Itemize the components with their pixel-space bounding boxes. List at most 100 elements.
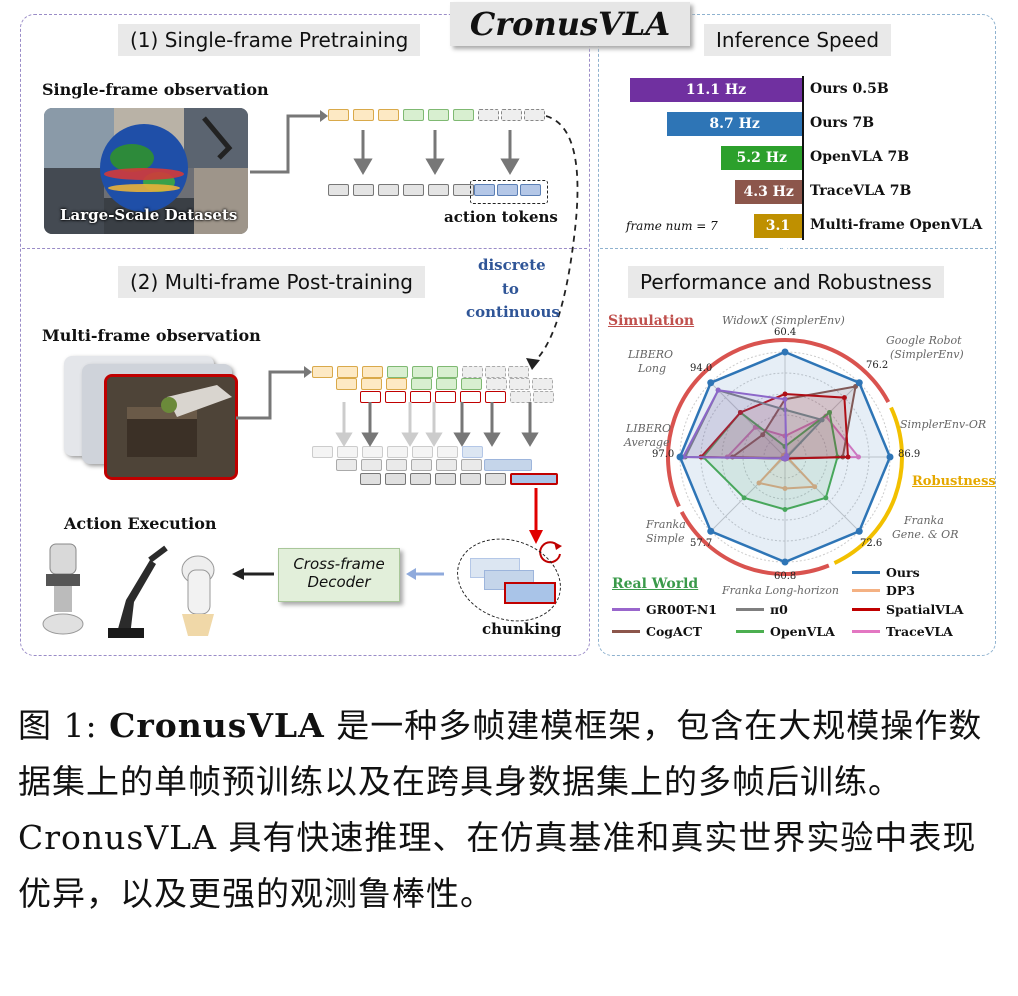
axis-max-libero-avg: 97.0 — [652, 449, 674, 460]
output-token-3 — [460, 473, 481, 485]
inference-bar: 4.3 Hz — [735, 180, 802, 204]
posttraining-title: (2) Multi-frame Post-training — [118, 266, 425, 298]
inference-bar-label: OpenVLA 7B — [810, 149, 909, 165]
feature-token-current — [510, 473, 558, 485]
dataset-label: Large-Scale Datasets — [60, 206, 237, 224]
output-token-3 — [360, 473, 381, 485]
inference-title: Inference Speed — [704, 24, 891, 56]
inference-bar-label: Ours 0.5B — [810, 81, 889, 97]
group-robustness: Robustness — [912, 474, 996, 489]
output-token-2 — [361, 459, 382, 471]
decoder-input-arrow — [406, 566, 446, 582]
legend-ours: Ours — [852, 565, 920, 580]
axis-label-simplerenv-or: SimplerEnv-OR — [900, 418, 986, 432]
frame-token-1 — [437, 366, 458, 378]
axis-label-franka-long: Franka Long-horizon — [722, 584, 839, 598]
output-token-2 — [336, 459, 357, 471]
placeholder-token — [532, 378, 553, 390]
legend-tracevla: TraceVLA — [852, 624, 953, 639]
input-token — [328, 109, 349, 121]
decoder-label-1: Cross-frame — [279, 555, 399, 573]
axis-label-widowx: WidowX (SimplerEnv) — [722, 314, 845, 328]
robot-arms-graphic — [38, 540, 238, 638]
frame-token-2 — [361, 378, 382, 390]
dataset-collage: Large-Scale Datasets — [44, 108, 248, 234]
frame-num-note: frame num = 7 — [626, 219, 718, 233]
legend-gr00t: GR00T-N1 — [612, 602, 717, 617]
legend-spatialvla-swatch — [852, 608, 880, 611]
frame-token-1 — [412, 366, 433, 378]
input-token — [378, 109, 399, 121]
axis-max-widowx: 60.4 — [774, 327, 796, 338]
frame-token-2 — [411, 378, 432, 390]
multi-frame-obs-label: Multi-frame observation — [42, 326, 261, 345]
legend-openvla-swatch — [736, 630, 764, 633]
frame-token-2 — [386, 378, 407, 390]
output-token-3 — [410, 473, 431, 485]
frame-token-1 — [337, 366, 358, 378]
legend-gr00t-swatch — [612, 608, 640, 611]
caption-name: CronusVLA — [109, 706, 325, 745]
output-token — [378, 184, 399, 196]
legend-tracevla-swatch — [852, 630, 880, 633]
axis-label-libero-long-1: LIBERO — [628, 348, 673, 362]
pretrain-flow-arrow — [248, 108, 328, 178]
placeholder-token — [462, 366, 483, 378]
cross-frame-decoder: Cross-frame Decoder — [278, 548, 400, 602]
legend-cogact-swatch — [612, 630, 640, 633]
transition-curve-arrow — [470, 108, 590, 378]
legend-dp3-label: DP3 — [886, 583, 915, 598]
axis-label-franka-gene-2: Gene. & OR — [892, 528, 958, 542]
frame-token-2 — [336, 378, 357, 390]
output-token-2 — [436, 459, 457, 471]
input-token — [403, 109, 424, 121]
feature-token — [484, 459, 532, 471]
group-realworld: Real World — [612, 576, 698, 592]
output-token-3 — [385, 473, 406, 485]
legend-pi0-swatch — [736, 608, 764, 611]
legend-ours-swatch — [852, 571, 880, 574]
chunking-label: chunking — [482, 620, 561, 638]
inference-bar: 5.2 Hz — [721, 146, 802, 170]
output-token — [403, 184, 424, 196]
posttrain-flow-arrow — [234, 364, 314, 424]
frame-token-2 — [461, 378, 482, 390]
radar-point — [782, 349, 789, 356]
inference-axis-line — [802, 76, 804, 240]
output-token-2 — [411, 459, 432, 471]
output-token — [428, 184, 449, 196]
output-token-2 — [461, 459, 482, 471]
axis-max-franka-long: 60.8 — [774, 571, 796, 582]
robot-scene-graphic — [107, 377, 235, 477]
axis-max-libero-long: 94.0 — [690, 363, 712, 374]
output-token — [328, 184, 349, 196]
current-frame — [104, 374, 238, 480]
legend-tracevla-label: TraceVLA — [886, 624, 953, 639]
axis-max-google: 76.2 — [866, 360, 888, 371]
legend-openvla-label: OpenVLA — [770, 624, 835, 639]
axis-label-franka-simple-2: Simple — [646, 532, 685, 546]
inference-bar-label: Ours 7B — [810, 115, 874, 131]
axis-label-libero-long-2: Long — [638, 362, 666, 376]
axis-label-libero-avg-2: Average — [624, 436, 670, 450]
inference-bar-label: TraceVLA 7B — [810, 183, 911, 199]
continuous-label: continuous — [466, 303, 560, 321]
output-token-3 — [485, 473, 506, 485]
decoder-output-arrow — [232, 566, 276, 582]
main-title-box: CronusVLA — [450, 2, 690, 46]
right-panel-divider — [600, 248, 993, 249]
inference-bar: 8.7 Hz — [667, 112, 802, 136]
axis-max-franka-simple: 57.7 — [690, 538, 712, 549]
inference-bar: 3.1 Hz — [754, 214, 802, 238]
radar-point — [856, 528, 863, 535]
input-token — [428, 109, 449, 121]
output-token — [353, 184, 374, 196]
legend-cogact-label: CogACT — [646, 624, 702, 639]
legend-cogact: CogACT — [612, 624, 702, 639]
chunk-token-3 — [504, 582, 556, 604]
placeholder-token — [508, 366, 529, 378]
output-token-3 — [435, 473, 456, 485]
frame-token-1 — [362, 366, 383, 378]
radar-point — [677, 454, 684, 461]
frame-token-1 — [387, 366, 408, 378]
